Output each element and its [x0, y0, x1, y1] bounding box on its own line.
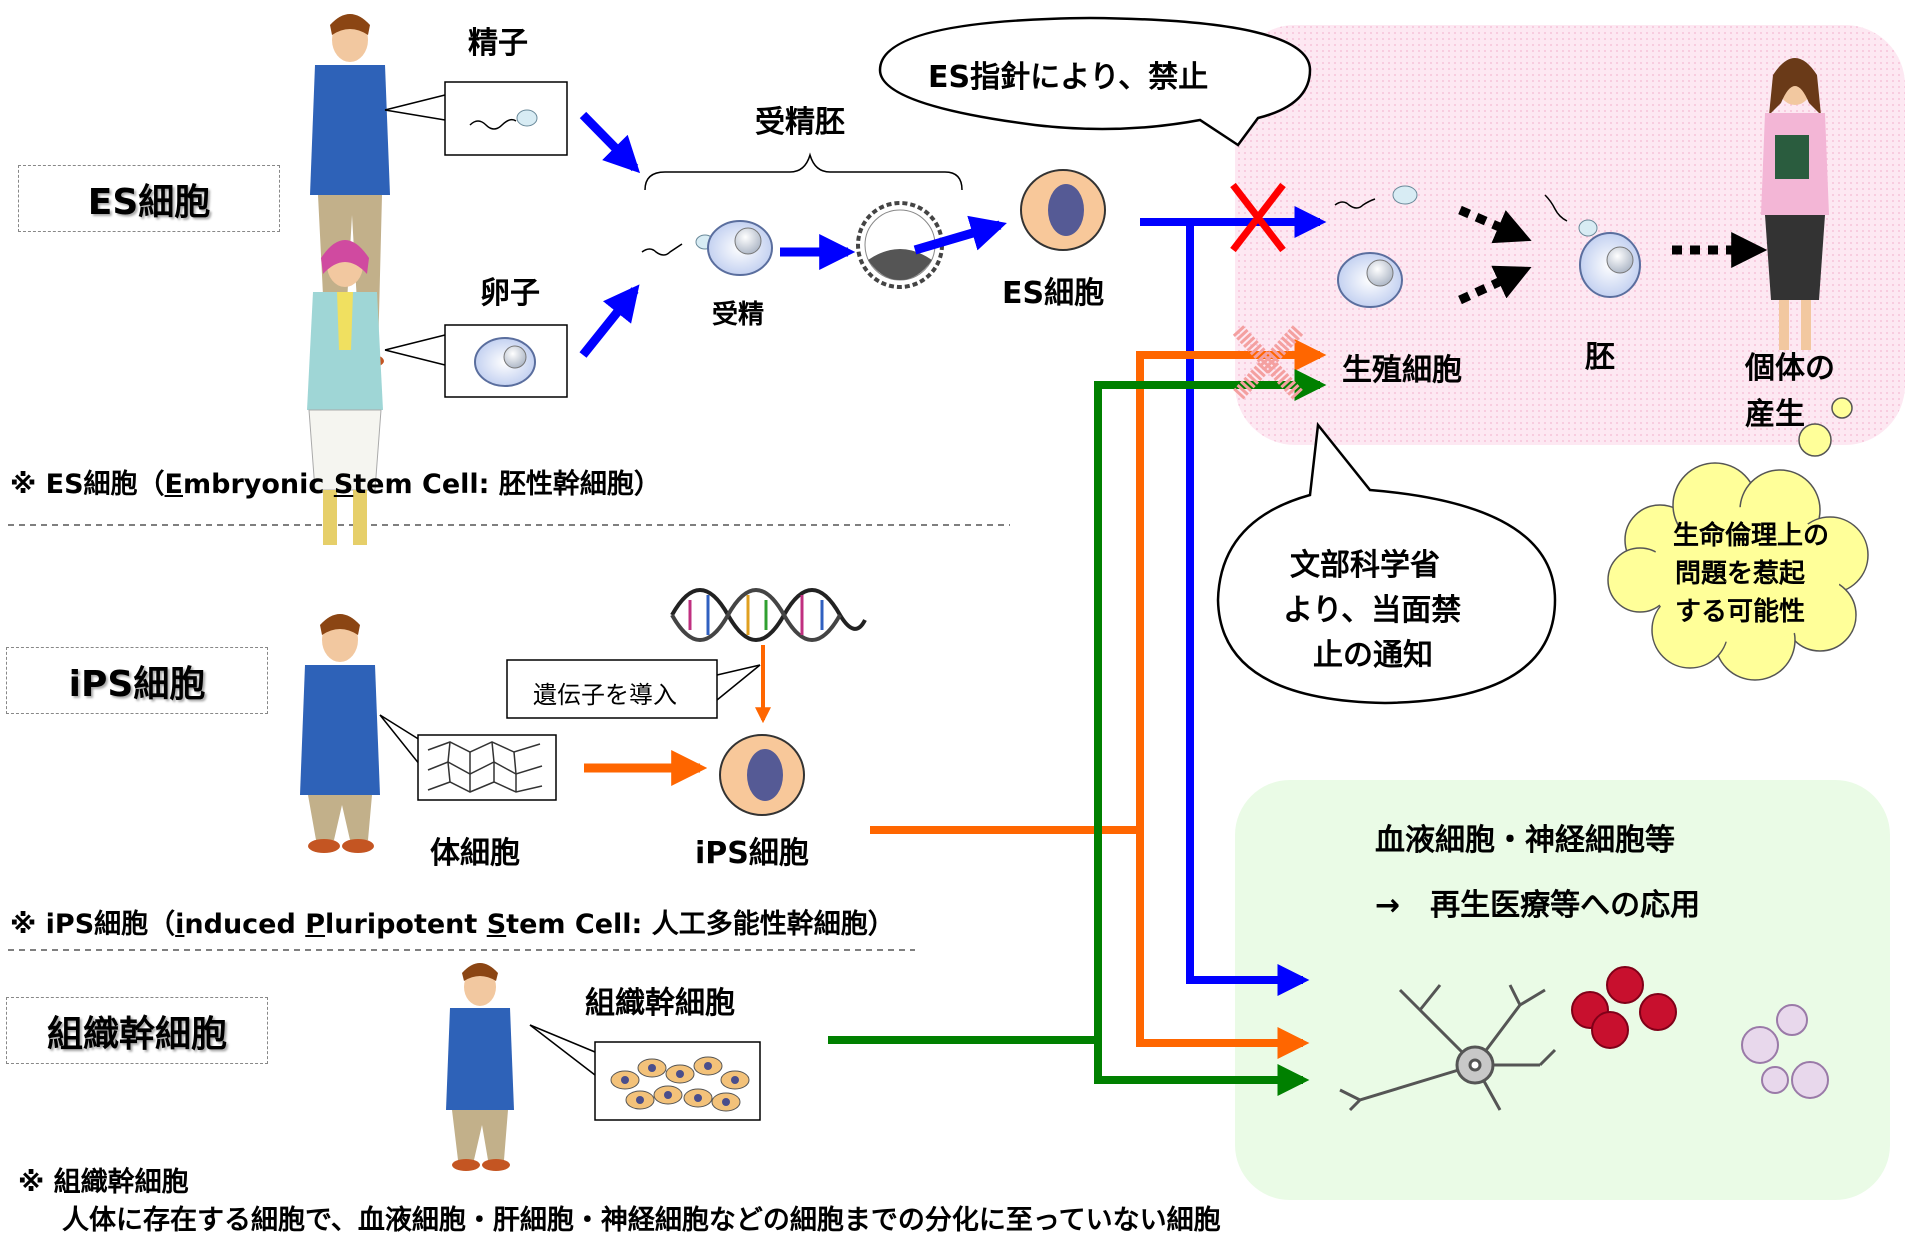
es-section-label: ES細胞	[18, 165, 280, 232]
ethics-thought-cloud	[1607, 397, 1869, 681]
fertilized-egg-icon	[641, 220, 773, 276]
tissue-note-line2: 人体に存在する細胞で、血液細胞・肝細胞・神経細胞などの細胞までの分化に至っていな…	[62, 1205, 1221, 1236]
ips-cell-label: iPS細胞	[695, 836, 809, 871]
sperm-icon	[469, 109, 538, 130]
ethics-line1: 生命倫理上の	[1673, 521, 1830, 551]
somatic-cell-label: 体細胞	[430, 836, 520, 871]
fertilized-embryo-brace	[644, 152, 963, 191]
mext-line1: 文部科学省	[1290, 548, 1440, 583]
mext-line2: より、当面禁	[1283, 593, 1462, 628]
mext-line3: 止の通知	[1313, 638, 1433, 673]
gene-intro-box	[506, 659, 718, 719]
ethics-line2: 問題を惹起	[1675, 559, 1806, 589]
green-zone	[1235, 780, 1890, 1200]
individual-line1: 個体の	[1745, 351, 1835, 386]
ips-note: ※ iPS細胞（induced Pluripotent Stem Cell: 人…	[10, 909, 895, 940]
germ-cell-label: 生殖細胞	[1342, 353, 1462, 388]
tissue-section-label: 組織幹細胞	[6, 997, 268, 1064]
embryo-icon	[1544, 194, 1641, 298]
sperm-label: 精子	[468, 26, 528, 61]
tissue-stem-label: 組織幹細胞	[585, 986, 735, 1021]
red-blood-cells-icon	[1571, 966, 1677, 1049]
es-cell-icon	[1020, 169, 1106, 251]
es-note: ※ ES細胞（Embryonic Stem Cell: 胚性幹細胞）	[10, 469, 661, 500]
ips-section-label: iPS細胞	[6, 647, 268, 714]
dna-helix-icon	[670, 588, 867, 642]
regen-label: → 再生医療等への応用	[1375, 888, 1701, 923]
mext-callout	[1216, 421, 1557, 705]
egg-label: 卵子	[480, 276, 540, 311]
individual-line2: 産生	[1745, 397, 1805, 432]
es-cell-label: ES細胞	[1002, 276, 1105, 311]
man-figure-tissue-icon	[446, 963, 514, 1171]
germ-egg-icon	[1337, 252, 1403, 308]
prohibited-x-icon	[1230, 182, 1286, 253]
es-guideline-text: ES指針により、禁止	[928, 60, 1209, 95]
woman-with-book-icon	[1761, 58, 1829, 350]
ethics-line3: する可能性	[1675, 597, 1806, 627]
tissue-cells-icon	[610, 1056, 750, 1112]
white-blood-cells-icon	[1741, 1004, 1829, 1099]
neuron-icon	[1339, 984, 1557, 1112]
egg-icon	[474, 337, 536, 387]
woman-figure-icon	[307, 240, 383, 545]
fertilized-embryo-label: 受精胚	[755, 105, 845, 140]
blastocyst-icon	[856, 201, 944, 289]
gene-intro-label: 遺伝子を導入	[533, 681, 677, 709]
pink-zone	[1235, 25, 1905, 445]
blood-nerve-label: 血液細胞・神経細胞等	[1375, 823, 1675, 858]
embryo-label: 胚	[1585, 340, 1615, 375]
somatic-cell-mesh-icon	[427, 741, 543, 793]
germ-sperm-icon	[1334, 185, 1418, 209]
man-figure-ips-icon	[300, 614, 380, 853]
fertilization-label: 受精	[712, 300, 765, 330]
ips-cell-icon	[719, 734, 805, 816]
tissue-note-line1: ※ 組織幹細胞	[18, 1167, 189, 1198]
sperm-box	[444, 81, 568, 156]
es-guideline-callout	[878, 16, 1312, 147]
